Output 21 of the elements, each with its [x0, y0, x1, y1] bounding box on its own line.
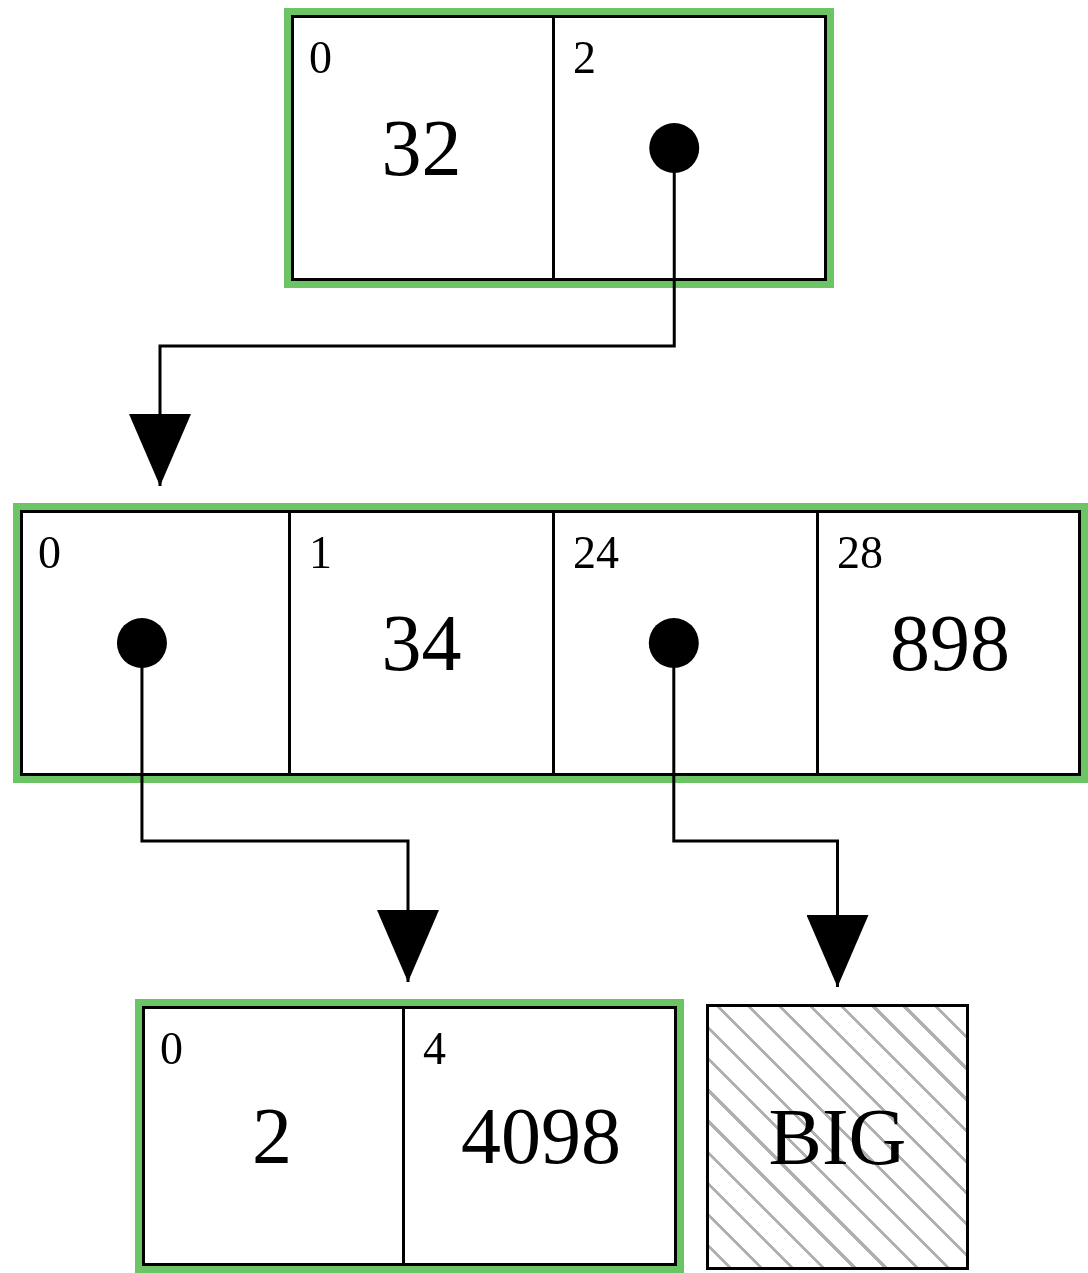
value-text: 4098 [460, 1096, 622, 1176]
offset-label: 0 [160, 1026, 183, 1072]
struct-box [284, 8, 834, 288]
offset-label: 0 [38, 530, 61, 576]
value-text: BIG [767, 1097, 908, 1177]
pointer-arrow [648, 618, 869, 987]
offset-label: 2 [573, 35, 596, 81]
value-text: 898 [889, 603, 1011, 683]
pointer-arrow [116, 618, 439, 982]
hatched-block [706, 1004, 969, 1270]
struct-box [13, 503, 1088, 783]
pointer-arrow [129, 123, 700, 486]
offset-label: 28 [837, 530, 883, 576]
offset-label: 1 [309, 530, 332, 576]
struct-box [135, 999, 684, 1273]
offset-label: 24 [573, 530, 619, 576]
offset-label: 0 [309, 35, 332, 81]
value-text: 32 [380, 108, 463, 188]
value-text: 34 [380, 603, 463, 683]
value-text: 2 [251, 1096, 293, 1176]
offset-label: 4 [423, 1026, 446, 1072]
